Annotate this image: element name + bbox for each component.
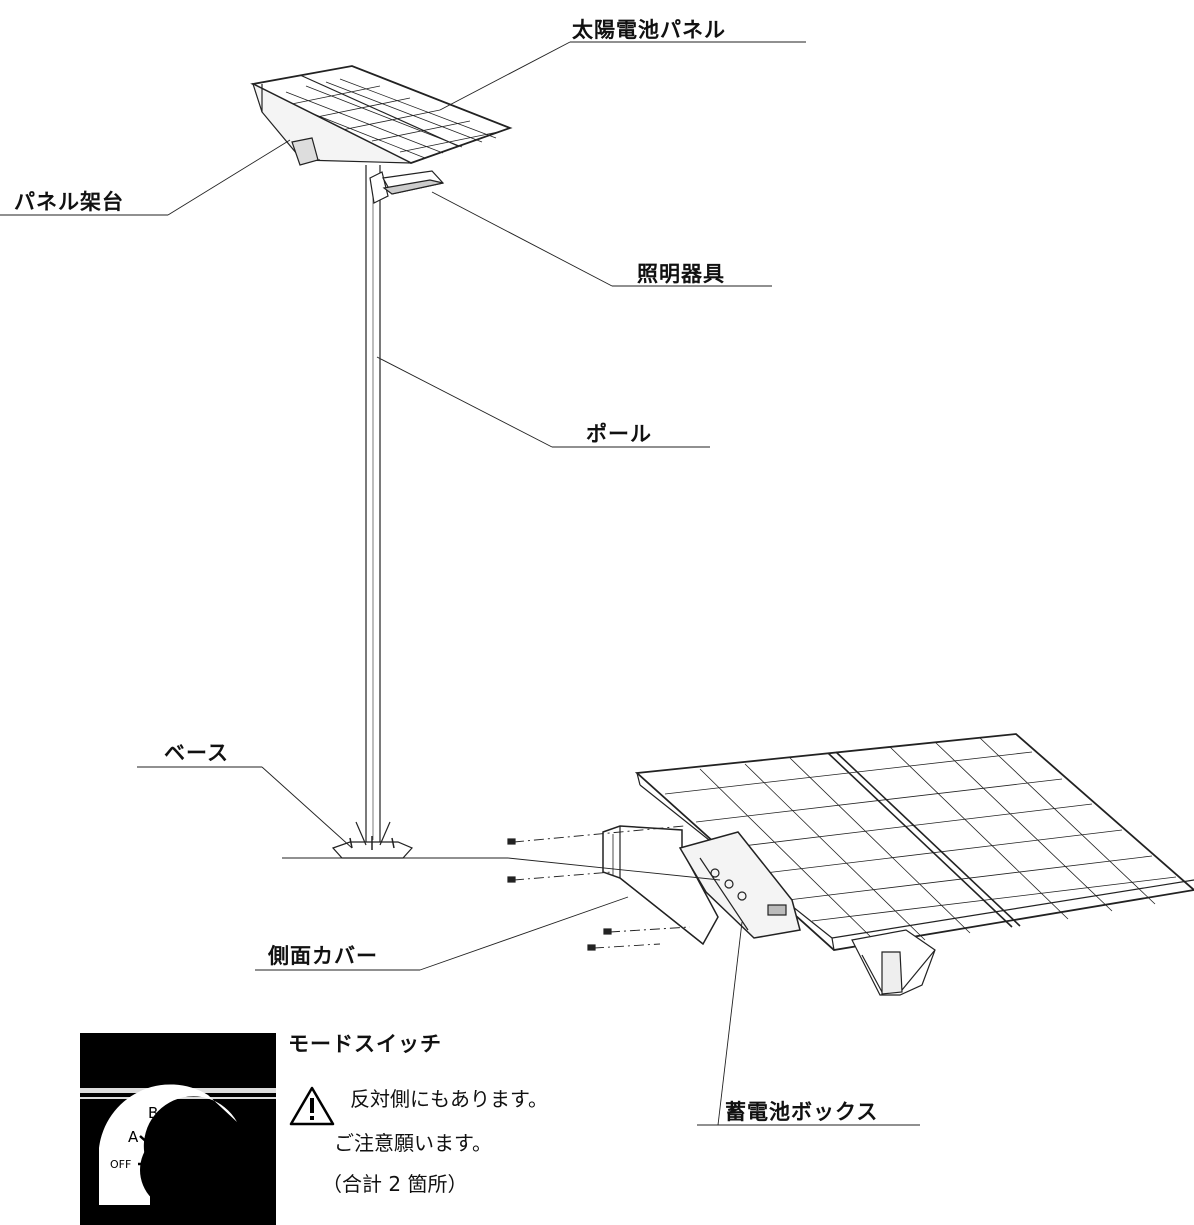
label-battery-box: 蓄電池ボックス [725,1100,879,1124]
dial-position-c: C [175,1096,185,1114]
label-panel-mount: パネル架台 [14,190,124,214]
warning-icon [289,1086,335,1126]
screw-guides [513,825,691,949]
dial-position-off: OFF [110,1158,131,1171]
top-solar-panel [250,65,513,164]
label-solar-panel: 太陽電池パネル [572,18,726,42]
detail-mount-legs [851,929,936,996]
leader-lines [0,41,920,1126]
label-light-fixture: 照明器具 [637,262,725,286]
dial-position-b: B [148,1104,158,1122]
warning-line-1: 反対側にもあります。 [350,1087,548,1111]
label-mode-switch: モードスイッチ [288,1032,442,1056]
label-side-cover: 側面カバー [268,944,378,968]
mode-switch-dial-inset: OFF A B C D [80,1033,276,1225]
warning-line-3: （合計 2 箇所） [322,1172,468,1196]
label-pole: ポール [586,422,652,446]
battery-box-part [678,831,801,939]
dial-position-a: A [128,1128,139,1146]
pole-base [331,821,414,859]
light-fixture [369,170,445,204]
panel-mount-bracket [291,137,319,166]
label-base: ベース [164,741,229,765]
dial-position-d: D [206,1104,218,1122]
warning-line-2: ご注意願います。 [334,1131,492,1155]
side-cover-part [602,825,719,946]
screw-heads [507,838,612,951]
pole-shaft [365,165,381,842]
